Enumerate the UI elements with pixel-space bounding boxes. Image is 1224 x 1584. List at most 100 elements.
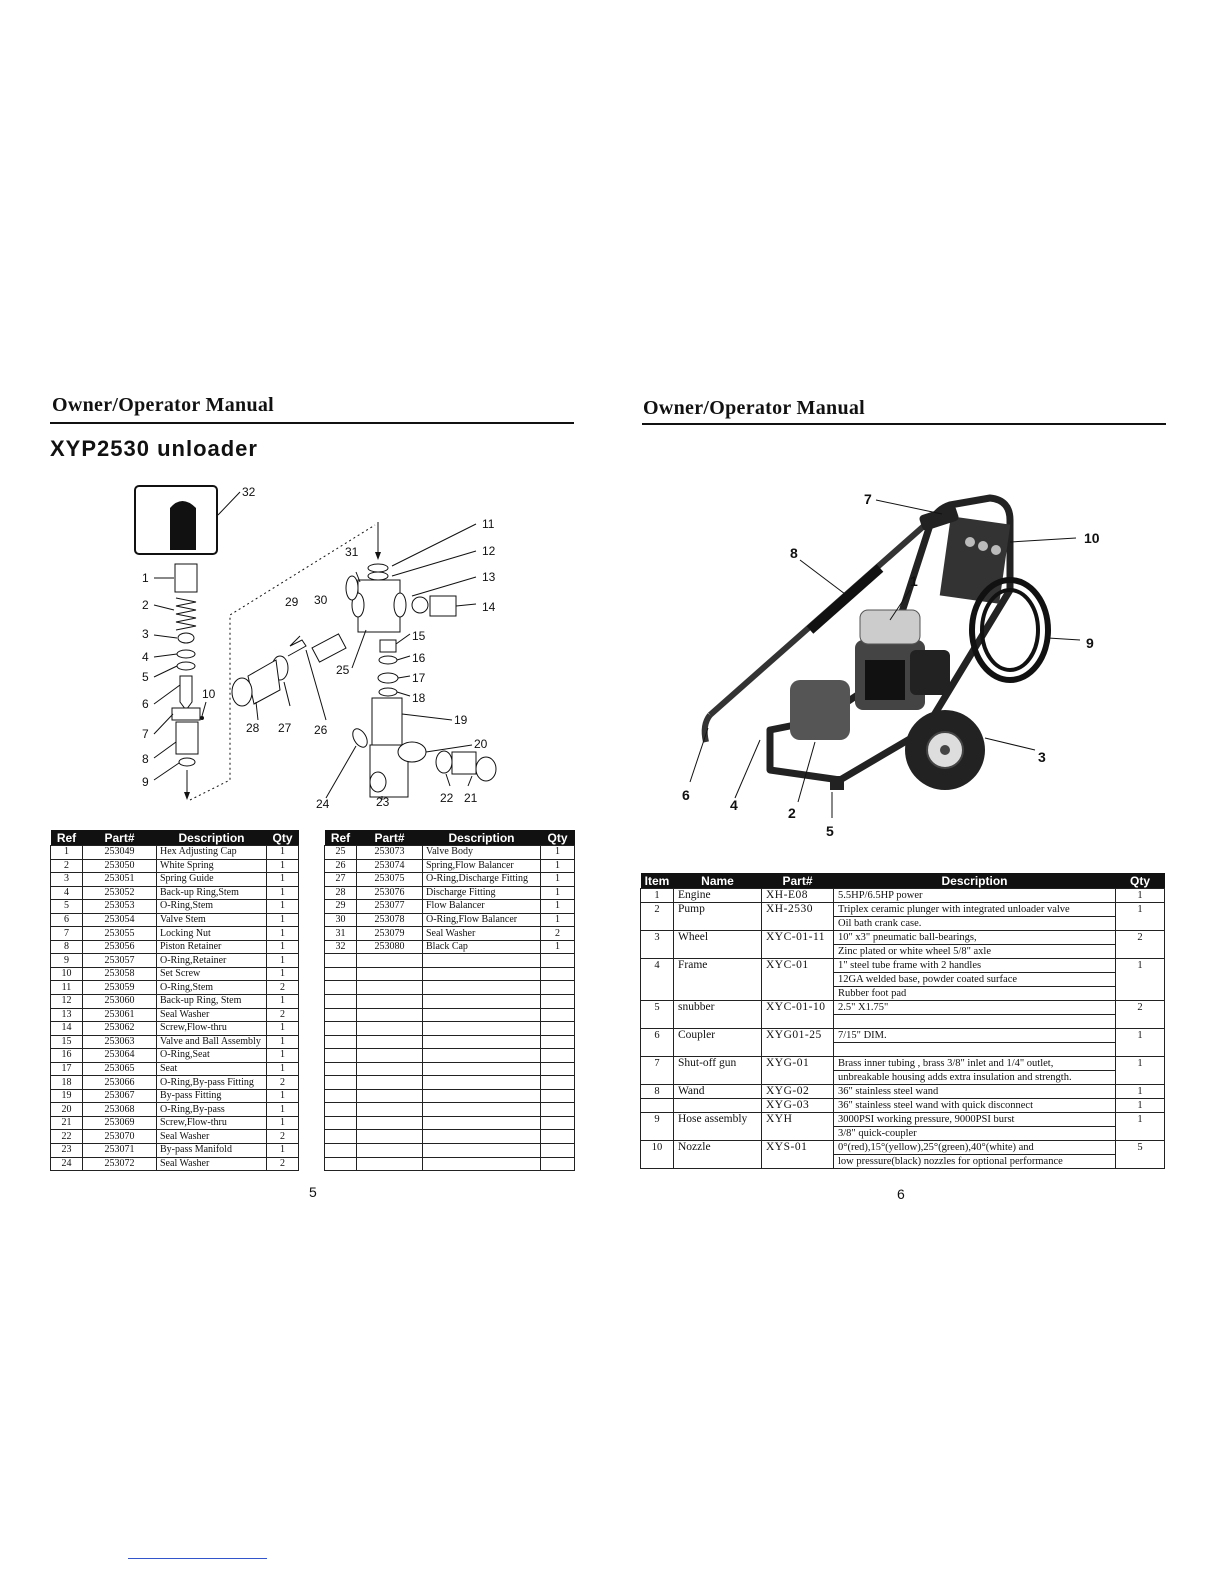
qty-cell: 2 (266, 1156, 299, 1172)
qty-cell: 1 (266, 885, 299, 901)
description-cell: 36" stainless steel wand (833, 1084, 1116, 1099)
ref-cell: ​ (324, 1156, 357, 1172)
part-number-cell: XH-E08 (761, 888, 834, 903)
item-cell: 5 (640, 1000, 674, 1029)
description-cell: ​ (422, 994, 541, 1009)
description-line: unbreakable housing adds extra insulatio… (838, 1072, 1072, 1083)
description-cell: ​ (422, 1021, 541, 1036)
item-cell: 7 (640, 1056, 674, 1085)
part-number-cell: 253072 (82, 1156, 157, 1172)
col-header: Part# (356, 830, 423, 846)
qty-cell: 1 (1115, 1098, 1165, 1113)
callout-8: 8 (142, 752, 149, 766)
part-number-cell: 253080 (356, 939, 423, 955)
callout-10: 10 (202, 687, 216, 701)
part-number-cell: XYG-01 (761, 1056, 834, 1085)
qty-cell: ​ (540, 1061, 575, 1077)
callout-7: 7 (864, 491, 872, 507)
description-cell: Screw,Flow-thru (156, 1115, 267, 1131)
description-line: Zinc plated or white wheel 5/8" axle (838, 946, 991, 957)
description-cell: Brass inner tubing , brass 3/8" inlet an… (833, 1056, 1116, 1085)
item-cell: ​ (640, 1098, 674, 1113)
part-number-cell: 253073 (356, 845, 423, 860)
ref-cell: 32 (324, 939, 357, 955)
part-number-cell: XYG-02 (761, 1084, 834, 1099)
qty-cell: 2 (266, 980, 299, 995)
description-cell: By-pass Fitting (156, 1088, 267, 1104)
description-line: 0°(red),15°(yellow),25°(green),40°(white… (834, 1141, 1115, 1155)
ref-cell: 28 (324, 885, 357, 901)
description-cell: Seal Washer (156, 1156, 267, 1172)
description-cell: ​ (422, 1034, 541, 1050)
part-number-cell: 253056 (82, 939, 157, 955)
table-row: ​​​​ (324, 1061, 575, 1077)
name-cell: Wand (673, 1084, 762, 1099)
ref-cell: 30 (324, 912, 357, 928)
description-cell: Flow Balancer (422, 899, 541, 914)
ref-cell: 11 (50, 980, 83, 995)
part-number-cell: ​ (356, 1021, 423, 1036)
description-cell: O-Ring,Discharge Fitting (422, 872, 541, 887)
callout-1: 1 (910, 573, 918, 589)
right-page-number: 6 (897, 1186, 905, 1202)
callout-6: 6 (682, 787, 690, 803)
part-number-cell: ​ (356, 1143, 423, 1158)
ref-cell: 16 (50, 1048, 83, 1063)
hex-adjusting-cap-part (174, 563, 198, 593)
qty-cell: 1 (540, 899, 575, 914)
description-cell: Seal Washer (156, 1007, 267, 1023)
part-number-cell: ​ (356, 1007, 423, 1023)
valve-body-part (357, 579, 401, 633)
ref-cell: ​ (324, 1143, 357, 1158)
part-number-cell: XYS-01 (761, 1140, 834, 1169)
callout-26: 26 (314, 723, 328, 737)
qty-cell: 1 (540, 845, 575, 860)
item-cell: 9 (640, 1112, 674, 1141)
part-number-cell: 253064 (82, 1048, 157, 1063)
ref-cell: ​ (324, 994, 357, 1009)
callout-7: 7 (142, 727, 149, 741)
col-header: Description (833, 873, 1116, 889)
description-line: 3000PSI working pressure, 9000PSI burst (834, 1113, 1115, 1127)
description-cell: O-Ring,Stem (156, 899, 267, 914)
ref-cell: ​ (324, 1075, 357, 1090)
ref-cell: 15 (50, 1034, 83, 1050)
part-number-cell: 253066 (82, 1075, 157, 1090)
description-cell: 7/15" DIM.​ (833, 1028, 1116, 1057)
description-line: low pressure(black) nozzles for optional… (838, 1156, 1063, 1167)
description-cell: O-Ring,By-pass (156, 1102, 267, 1117)
description-line: 2.5" X1.75" (834, 1001, 1115, 1015)
ref-cell: ​ (324, 1048, 357, 1063)
description-cell: By-pass Manifold (156, 1143, 267, 1158)
qty-cell: 1 (1115, 1112, 1165, 1141)
part-number-cell: 253059 (82, 980, 157, 995)
table-row: ​​​​ (324, 1115, 575, 1131)
qty-cell: 1 (266, 1061, 299, 1077)
description-cell: ​ (422, 980, 541, 995)
name-cell: Wheel (673, 930, 762, 959)
ref-cell: 14 (50, 1021, 83, 1036)
ref-cell: 12 (50, 994, 83, 1009)
part-number-cell: 253060 (82, 994, 157, 1009)
part-number-cell: 253061 (82, 1007, 157, 1023)
ref-cell: ​ (324, 1129, 357, 1145)
callout-14: 14 (482, 600, 496, 614)
description-cell: ​ (422, 953, 541, 968)
part-number-cell: XYH (761, 1112, 834, 1141)
name-cell: Pump (673, 902, 762, 931)
